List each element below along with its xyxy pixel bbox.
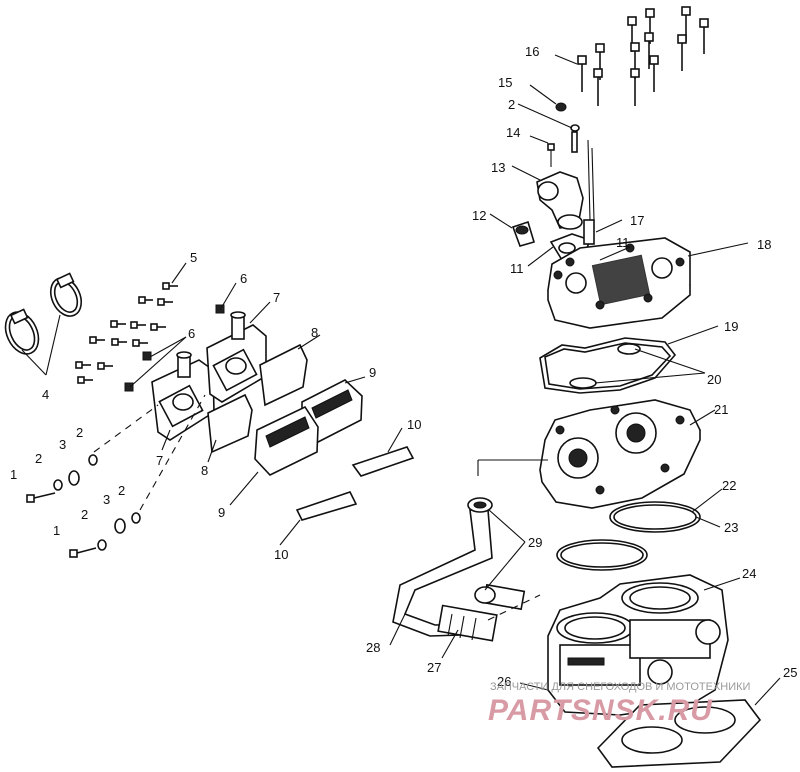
- callout-3-a: 3: [59, 437, 66, 452]
- water-hose: [392, 497, 526, 642]
- spacer-blocks: [207, 343, 308, 454]
- callout-19: 19: [724, 319, 738, 334]
- callout-7-a: 7: [273, 290, 280, 305]
- callout-27: 27: [427, 660, 441, 675]
- hose-clamps: [4, 272, 83, 355]
- callout-28: 28: [366, 640, 380, 655]
- callout-23: 23: [724, 520, 738, 535]
- callout-14: 14: [506, 125, 520, 140]
- left-leader-lines: [21, 262, 403, 546]
- callout-12: 12: [472, 208, 486, 223]
- reed-valve-housing-left: [151, 351, 215, 441]
- callout-4: 4: [42, 387, 49, 402]
- callout-10-a: 10: [407, 417, 421, 432]
- callout-11-b: 11: [616, 235, 630, 250]
- site-watermark: ЗАПЧАСТИ ДЛЯ СНЕГОХОДОВ И МОТОТЕХНИКИ PA…: [488, 681, 750, 727]
- callout-15: 15: [498, 75, 512, 90]
- callout-2-a: 2: [35, 451, 42, 466]
- watermark-top-text: ЗАПЧАСТИ ДЛЯ СНЕГОХОДОВ И МОТОТЕХНИКИ: [490, 681, 750, 693]
- callout-9-b: 9: [218, 505, 225, 520]
- cylinder-base-gasket: [596, 699, 762, 768]
- mounting-bolts-left: [26, 282, 178, 558]
- callout-29: 29: [528, 535, 542, 550]
- callout-2-c: 2: [81, 507, 88, 522]
- base-gaskets-round: [556, 501, 701, 571]
- callout-11-a: 11: [510, 261, 524, 276]
- callout-16: 16: [525, 44, 539, 59]
- callout-7-b: 7: [156, 453, 163, 468]
- callout-25: 25: [783, 665, 797, 680]
- callout-24: 24: [742, 566, 756, 581]
- callout-2-d: 2: [118, 483, 125, 498]
- callout-8-b: 8: [201, 463, 208, 478]
- head-gasket-outer: [539, 337, 677, 394]
- callout-1-b: 1: [53, 523, 60, 538]
- crankcase-cover: [539, 399, 701, 509]
- callout-26: 26: [497, 674, 511, 689]
- callout-6-a: 6: [240, 271, 247, 286]
- callout-3-b: 3: [103, 492, 110, 507]
- callout-17: 17: [630, 213, 644, 228]
- cylinder-head: [547, 237, 691, 329]
- callout-5: 5: [190, 250, 197, 265]
- callout-20: 20: [707, 372, 721, 387]
- callout-8-a: 8: [311, 325, 318, 340]
- right-leader-lines: [389, 54, 781, 706]
- callout-13: 13: [491, 160, 505, 175]
- thermostat-housing-hardware: [511, 102, 595, 261]
- callout-6-b: 6: [188, 326, 195, 341]
- reed-valve-housing-right: [206, 311, 267, 403]
- callout-labels: 1 1 2 2 2 2 3 3 4 5 6 6 7 7 8 8 9 9 10 1…: [10, 44, 797, 689]
- callout-1-a: 1: [10, 467, 17, 482]
- head-bolts: [577, 6, 709, 106]
- callout-18: 18: [757, 237, 771, 252]
- reed-cages: [254, 379, 363, 476]
- reed-petals: [295, 446, 415, 521]
- callout-2-e: 2: [508, 97, 515, 112]
- cylinder-block: [547, 574, 729, 716]
- callout-10-b: 10: [274, 547, 288, 562]
- callout-21: 21: [714, 402, 728, 417]
- callout-9-a: 9: [369, 365, 376, 380]
- watermark-brand-text: PARTSNSK.RU: [488, 694, 713, 727]
- callout-2-b: 2: [76, 425, 83, 440]
- callout-22: 22: [722, 478, 736, 493]
